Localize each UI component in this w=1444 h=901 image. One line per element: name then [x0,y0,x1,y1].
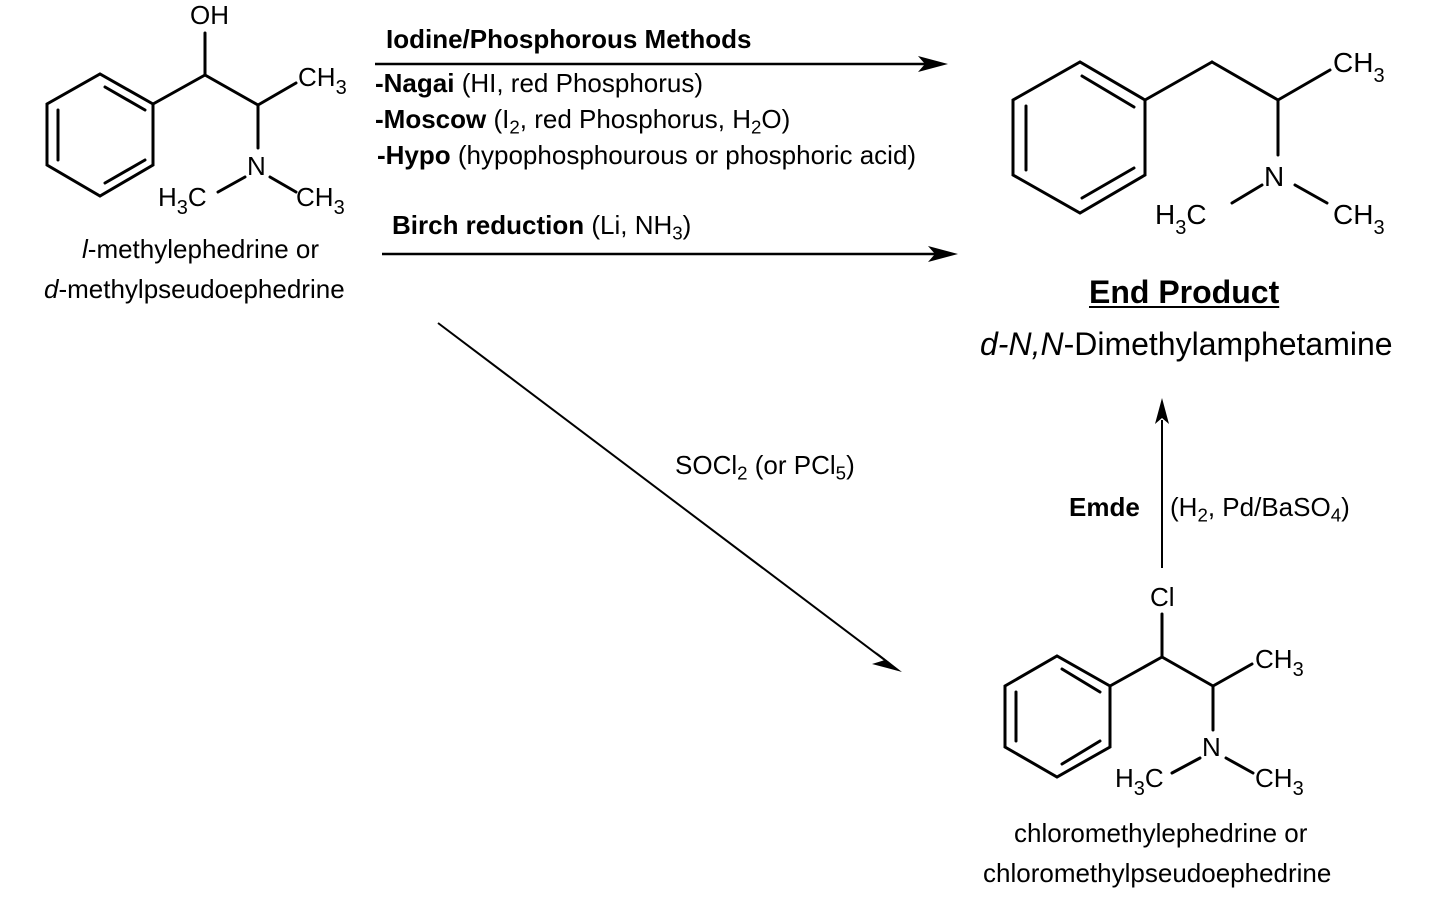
intermediate-name-line2: chloromethylpseudoephedrine [983,858,1332,888]
bond [1143,60,1214,102]
intermediate-structure: Cl CH3 N H3C CH3 [1003,582,1304,800]
bond [268,175,298,194]
bond [1276,68,1332,102]
bond [1293,183,1329,205]
atom-n: N [1264,161,1284,192]
bond [1230,183,1264,205]
atom-h3c: H3C [158,182,207,219]
emde-arrow [1155,398,1169,568]
method-hypo: -Hypo (hypophosphourous or phosphoric ac… [377,140,917,170]
birch-reduction-label: Birch reduction (Li, NH3) [392,210,692,244]
starting-material-structure: OH CH3 N H3C CH3 [45,0,347,219]
end-product-heading: End Product [1089,274,1280,310]
bond [1211,662,1254,688]
atom-h3c: H3C [1115,763,1164,800]
atom-ch3: CH3 [298,62,347,99]
atom-ch3: CH3 [1333,199,1385,239]
method-nagai: -Nagai (HI, red Phosphorus) [375,68,704,98]
benzene-ring [1003,654,1112,779]
benzene-ring [45,72,155,198]
bond [1170,756,1202,775]
bond [256,81,298,107]
iodine-phosphorous-arrow [375,56,948,72]
method-moscow: -Moscow (I2, red Phosphorus, H2O) [375,104,791,138]
atom-oh: OH [190,0,229,30]
atom-ch3: CH3 [1255,644,1304,681]
end-product-structure: CH3 N H3C CH3 [1011,47,1385,239]
bond [1224,756,1255,775]
atom-ch3: CH3 [1255,763,1304,800]
starting-material-name-line1: l-methylephedrine or [82,234,320,264]
end-product-name: d-N,N-Dimethylamphetamine [980,326,1393,362]
bond [1210,60,1280,102]
birch-reduction-arrow [382,246,958,262]
bond [1108,655,1164,688]
chlorination-arrow [437,322,902,672]
starting-material-name-line2: d-methylpseudoephedrine [44,274,345,304]
bond [1160,655,1215,688]
atom-n: N [1202,732,1221,762]
benzene-ring [1011,60,1147,215]
emde-conditions: (H2, Pd/BaSO4) [1170,492,1350,526]
bond [151,73,207,106]
atom-ch3: CH3 [1333,47,1385,87]
bond [216,175,247,194]
intermediate-name-line1: chloromethylephedrine or [1014,818,1308,848]
atom-cl: Cl [1150,582,1175,612]
chlorination-reagent: SOCl2 (or PCl5) [675,450,855,484]
iodine-phosphorous-heading: Iodine/Phosphorous Methods [386,24,752,54]
atom-h3c: H3C [1155,199,1207,239]
bond [203,73,260,107]
atom-n: N [247,151,266,181]
emde-label: Emde [1069,492,1140,522]
atom-ch3: CH3 [296,182,345,219]
